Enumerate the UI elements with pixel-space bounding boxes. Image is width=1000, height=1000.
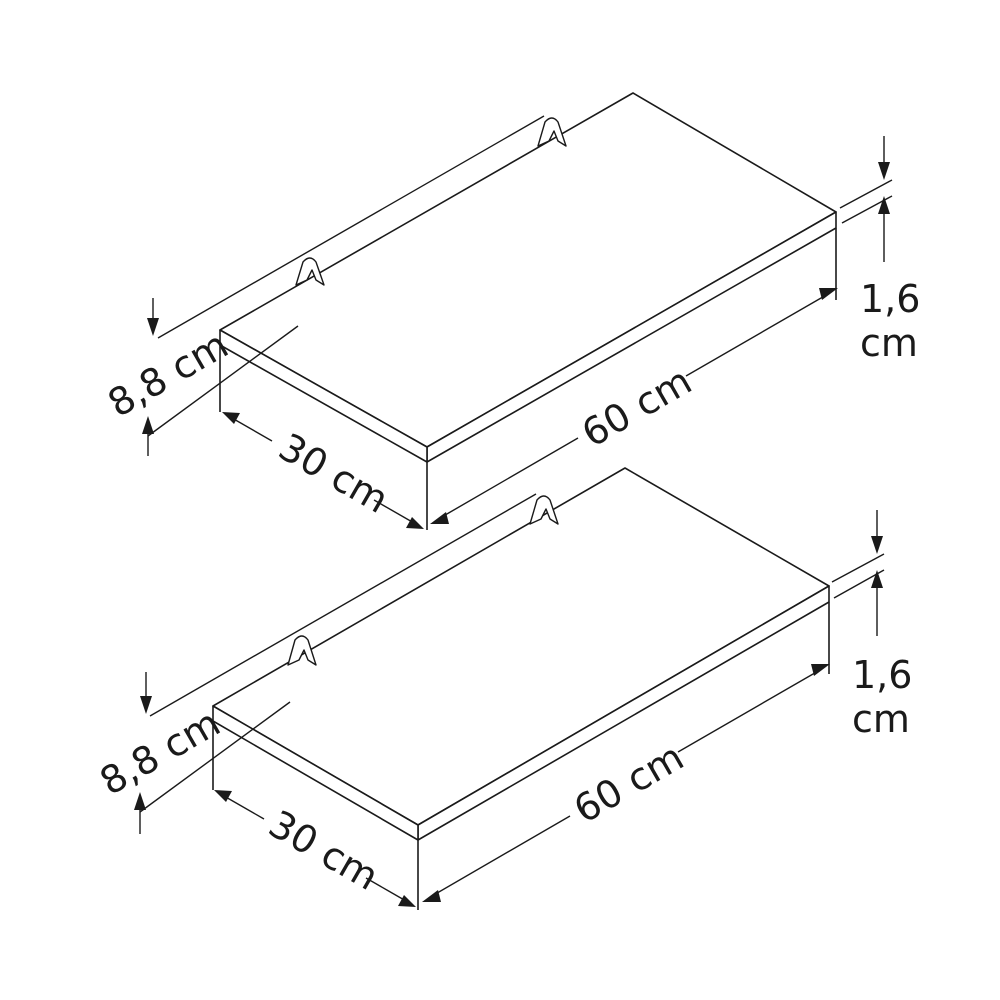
shelf-2-depth-arrow-left	[214, 790, 232, 802]
shelf-1-height-ext-top	[157, 115, 545, 339]
shelf-2-width-label: 60 cm	[567, 735, 691, 832]
shelf-1-height-ext-bottom	[147, 325, 299, 437]
shelf-2-depth-line-a	[223, 795, 265, 820]
shelf-1-depth-label: 30 cm	[272, 425, 396, 522]
shelf-1-thick-arrow-down	[878, 162, 890, 180]
shelf-1-bracket-left-icon	[295, 257, 325, 286]
shelf-2-width-arrow-right	[811, 664, 830, 676]
shelf-2-height-ext-top	[149, 493, 537, 717]
shelf-2-height-arrow-up	[134, 792, 146, 810]
shelf-2-width-line-a	[431, 815, 571, 897]
shelf-1-width-line-b	[685, 293, 829, 377]
shelf-1-thickness-unit: cm	[860, 321, 918, 365]
shelf-2-bracket-right-icon	[529, 495, 559, 525]
shelf-1-width-label: 60 cm	[575, 359, 699, 456]
shelf-2-thick-ext-top	[831, 553, 885, 583]
shelf-2-bracket-left-icon	[287, 635, 317, 666]
shelf-1-depth-arrow-right	[406, 517, 424, 529]
shelf-1-depth-line-a	[231, 417, 273, 442]
shelf-1-thickness-value: 1,6	[860, 277, 920, 321]
shelf-1-depth-line-b	[373, 499, 415, 524]
shelf-2-thickness-value: 1,6	[852, 653, 912, 697]
shelf-1-width-line-a	[439, 437, 579, 519]
shelf-1-thick-arrow-up	[878, 196, 890, 214]
shelf-2-width-arrow-left	[422, 890, 441, 902]
shelf-2-height-arrow-down	[140, 696, 152, 714]
shelf-1-height-arrow-up	[142, 416, 154, 434]
shelf-1-bracket-right-icon	[537, 117, 567, 147]
shelf-1-width-arrow-right	[819, 288, 838, 300]
shelf-1-depth-arrow-left	[222, 412, 240, 424]
shelf-2-height-ext-bottom	[139, 701, 291, 813]
shelf-2-height-label: 8,8 cm	[93, 700, 228, 803]
shelf-1: 8,8 cm 30 cm 60 cm 1,6 cm	[101, 92, 920, 530]
shelf-1-thick-ext-top	[839, 179, 893, 209]
shelf-1-height-label: 8,8 cm	[101, 322, 236, 425]
shelf-2: 8,8 cm 30 cm 60 cm 1,6 cm	[93, 467, 912, 910]
shelf-2-depth-arrow-right	[398, 895, 416, 907]
shelf-2-thick-arrow-up	[871, 570, 883, 588]
shelf-2-depth-label: 30 cm	[262, 802, 386, 899]
shelf-2-thick-arrow-down	[871, 536, 883, 554]
shelf-1-width-arrow-left	[430, 512, 449, 524]
shelf-2-thickness-unit: cm	[852, 697, 910, 741]
shelf-2-depth-line-b	[365, 877, 407, 902]
shelf-2-width-line-b	[677, 669, 821, 753]
shelf-1-height-arrow-down	[147, 318, 159, 336]
